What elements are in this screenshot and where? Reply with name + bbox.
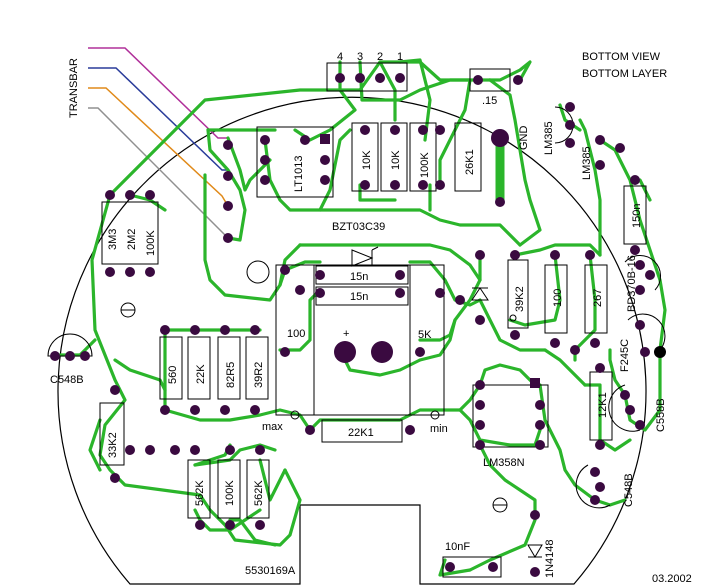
r39r2-label: 39R2 [253,362,265,388]
r100k-left-label: 100K [145,230,157,256]
pot-min-label: min [430,423,448,435]
d1n4148-label: 1N4148 [544,539,556,578]
c150n-label: 150n [631,204,643,228]
date-label: 03.2002 [652,573,692,585]
r12k1-label: 12K1 [597,392,609,418]
board-outline [57,96,647,585]
f245c-label: F245C [619,339,631,372]
r560-label: 560 [167,366,179,384]
r33k2-label: 33K2 [107,432,119,458]
r82r5-label: 82R5 [225,362,237,388]
traces [58,58,667,577]
pot-100-label: 100 [287,328,305,340]
pot-5k-label: 5K [418,329,432,341]
r26k1-label: 26K1 [464,149,476,175]
lm385-mid-label: LM385 [581,146,593,180]
r100-mid-label: 100 [552,289,564,307]
labels: BOTTOM VIEW BOTTOM LAYER TRANSBAR 4 3 2 … [50,51,692,585]
r22k1-label: 22K1 [348,427,374,439]
r562k-a-label: 562K [194,480,206,506]
header-view-line2: BOTTOM LAYER [582,68,667,80]
c558b-right-label: C558B [655,398,667,432]
connector-pin-4: 4 [337,51,343,63]
wire-blue [88,67,228,171]
pads [50,73,666,577]
c15n-b-label: 15n [350,291,368,303]
zener-label: BZT03C39 [332,221,385,233]
r10k-b-label: 10K [390,150,402,170]
lt1013-label: LT1013 [293,156,305,193]
c15n-a-label: 15n [350,271,368,283]
connector-pin-2: 2 [377,51,383,63]
component-outlines [47,62,666,578]
lm358n-label: LM358N [483,457,525,469]
r267-label: 267 [592,289,604,307]
r2m2-label: 2M2 [126,229,138,250]
c10nf-label: 10nF [445,541,470,553]
cap-015-label: .15 [482,95,497,107]
plus-label: + [343,328,349,340]
board-id-label: 5530169A [245,565,296,577]
r10k-a-label: 10K [361,150,373,170]
connector-pin-3: 3 [357,51,363,63]
r3m3-label: 3M3 [107,229,119,250]
bd370-label: BD370B-16 [626,255,638,312]
lm385-top-label: LM385 [543,121,555,155]
r100k-top-label: 100K [419,152,431,178]
pot-max-label: max [262,421,283,433]
header-view-line1: BOTTOM VIEW [582,51,661,63]
r22k-label: 22K [195,364,207,384]
gnd-label: GND [518,126,530,151]
r562k-b-label: 562K [253,480,265,506]
c548b-right-label: C548B [623,473,635,507]
c548b-left-label: C548B [50,374,84,386]
wire-magenta [88,47,228,139]
transbar-label: TRANSBAR [68,58,80,118]
r39k2-label: 39K2 [514,286,526,312]
r100k-bottom-label: 100K [224,480,236,506]
connector-pin-1: 1 [397,51,403,63]
